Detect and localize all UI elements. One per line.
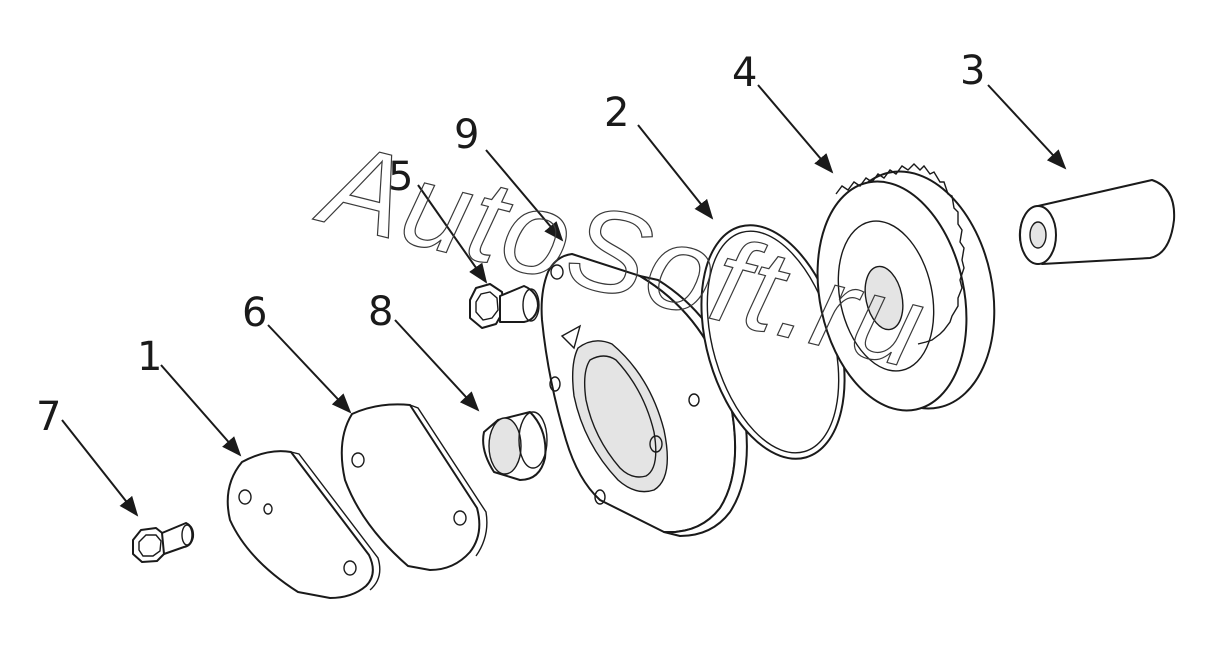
callout-1: 1 xyxy=(137,334,162,380)
leader-lines xyxy=(61,84,1067,517)
callout-5: 5 xyxy=(388,154,413,200)
callout-4: 4 xyxy=(732,50,757,96)
leader-7 xyxy=(61,419,139,517)
leader-4 xyxy=(757,84,834,174)
leader-2 xyxy=(637,124,714,220)
callout-7: 7 xyxy=(36,394,61,440)
part-3-pin xyxy=(1018,179,1176,265)
part-8-bushing xyxy=(482,411,548,481)
callout-6: 6 xyxy=(242,290,267,336)
callout-8: 8 xyxy=(368,289,393,335)
leader-9 xyxy=(485,149,564,242)
part-6-gasket xyxy=(340,403,488,571)
leader-3 xyxy=(987,84,1067,170)
callout-labels: 7 1 6 8 5 9 2 4 3 xyxy=(36,48,985,440)
leader-6 xyxy=(267,324,352,414)
part-4-gear xyxy=(816,163,996,412)
part-9-pump-housing xyxy=(540,253,748,537)
leader-5 xyxy=(417,184,488,284)
part-1-cover-plate xyxy=(226,450,381,599)
leader-8 xyxy=(394,319,480,412)
leader-1 xyxy=(160,364,242,457)
callout-2: 2 xyxy=(604,90,629,136)
callout-9: 9 xyxy=(454,112,479,158)
part-2-o-ring xyxy=(700,224,846,460)
part-5-bolt xyxy=(469,283,540,329)
part-7-flange-bolt xyxy=(132,522,195,563)
callout-3: 3 xyxy=(960,48,985,94)
